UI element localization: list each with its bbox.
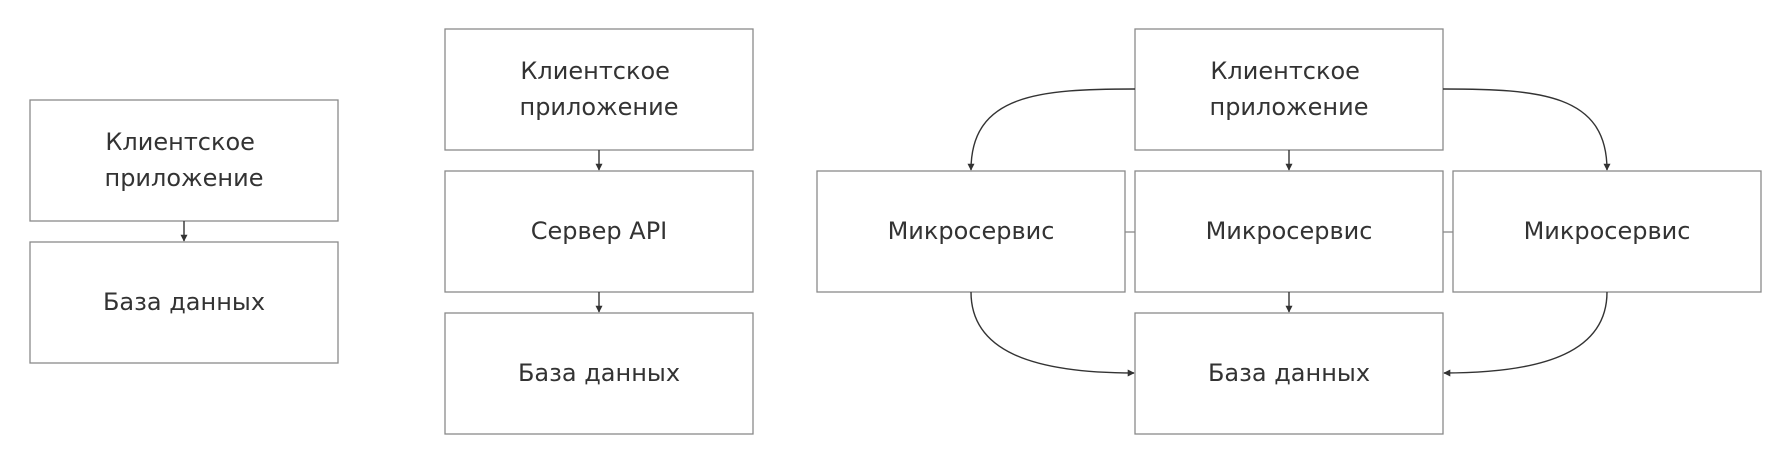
svg-text:Клиентское приложение: Клиентское приложение: [1210, 57, 1369, 121]
edge-client-to-ms-right: [1442, 88, 1611, 171]
node-label-line: приложение: [105, 164, 264, 192]
diagram-three-tier: Клиентское приложение Сервер API База да…: [444, 28, 754, 435]
node-label-line: Микросервис: [1206, 217, 1373, 245]
svg-text:База данных: База данных: [103, 288, 265, 316]
node-database-2: База данных: [444, 312, 754, 435]
edge-ms-left-to-db: [970, 291, 1135, 377]
edge-client-to-ms-left: [967, 88, 1136, 171]
edge-ms-right-to-db: [1443, 291, 1608, 377]
svg-text:Микросервис: Микросервис: [1524, 217, 1691, 245]
svg-text:Микросервис: Микросервис: [888, 217, 1055, 245]
node-label-line: База данных: [1208, 359, 1370, 387]
svg-text:Микросервис: Микросервис: [1206, 217, 1373, 245]
node-label-line: База данных: [518, 359, 680, 387]
diagram-two-tier: Клиентское приложение База данных: [29, 99, 339, 364]
node-database-3: База данных: [1134, 312, 1444, 435]
node-label-line: приложение: [520, 93, 679, 121]
svg-text:База данных: База данных: [1208, 359, 1370, 387]
svg-text:Сервер API: Сервер API: [531, 217, 668, 245]
node-label-line: Клиентское: [1210, 57, 1360, 85]
node-label-line: Микросервис: [888, 217, 1055, 245]
node-label-line: приложение: [1210, 93, 1369, 121]
node-client-app-2: Клиентское приложение: [444, 28, 754, 151]
svg-text:База данных: База данных: [518, 359, 680, 387]
node-label-line: Клиентское: [105, 128, 255, 156]
svg-text:Клиентское приложение: Клиентское приложение: [105, 128, 264, 192]
node-api-server: Сервер API: [444, 170, 754, 293]
svg-text:Клиентское приложение: Клиентское приложение: [520, 57, 679, 121]
node-microservice-center: Микросервис: [1134, 170, 1444, 293]
node-microservice-left: Микросервис: [816, 170, 1126, 293]
node-label-line: Сервер API: [531, 217, 668, 245]
diagram-microservices: Клиентское приложение Микросервис Микрос…: [816, 28, 1762, 435]
node-client-app-3: Клиентское приложение: [1134, 28, 1444, 151]
node-microservice-right: Микросервис: [1452, 170, 1762, 293]
node-client-app-1: Клиентское приложение: [29, 99, 339, 222]
node-label-line: Клиентское: [520, 57, 670, 85]
node-label-line: Микросервис: [1524, 217, 1691, 245]
node-database-1: База данных: [29, 241, 339, 364]
node-label-line: База данных: [103, 288, 265, 316]
